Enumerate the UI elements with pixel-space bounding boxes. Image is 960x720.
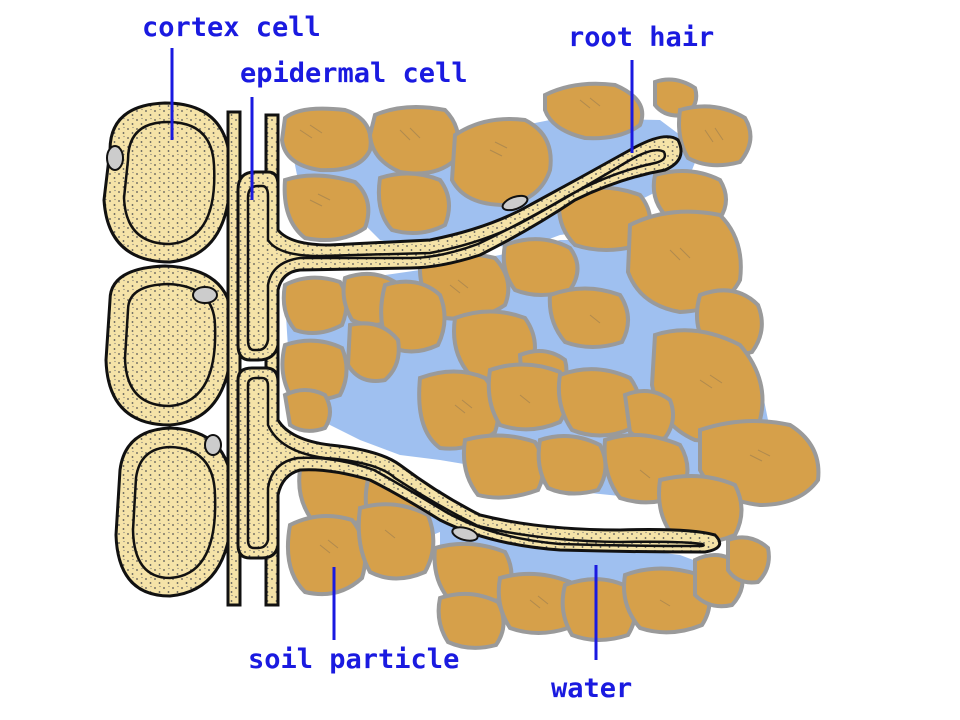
soil-particle bbox=[282, 388, 332, 433]
soil-particle bbox=[461, 433, 546, 500]
nucleus bbox=[451, 526, 479, 542]
label-epidermal-cell: epidermal cell bbox=[240, 58, 468, 89]
soil-particle bbox=[376, 171, 451, 236]
soil-particle bbox=[345, 321, 401, 383]
nucleus bbox=[106, 145, 124, 171]
soil-particle bbox=[543, 81, 645, 141]
soil-particle bbox=[356, 502, 436, 581]
soil-particle bbox=[560, 577, 638, 642]
soil-particle bbox=[281, 275, 349, 336]
cortex-cell-bottom bbox=[114, 426, 234, 598]
soil-particle bbox=[625, 209, 743, 315]
leader-lines bbox=[170, 48, 634, 660]
cortex-cell-middle bbox=[104, 264, 234, 427]
soil-particle bbox=[536, 434, 608, 496]
root-hair-lower bbox=[236, 366, 722, 560]
soil-particle bbox=[677, 104, 753, 168]
soil-particle bbox=[417, 369, 501, 451]
root-hair-upper bbox=[236, 135, 683, 362]
soil-particle bbox=[486, 362, 570, 432]
soil-particle bbox=[726, 535, 771, 585]
labels: cortex cell epidermal cell root hair soi… bbox=[142, 12, 714, 704]
soil-particle bbox=[367, 105, 461, 176]
nucleus bbox=[204, 434, 222, 456]
soil-particle bbox=[279, 106, 373, 173]
soil-particle bbox=[282, 173, 371, 242]
soil-particle bbox=[657, 474, 744, 545]
soil-particle bbox=[501, 237, 580, 297]
particle-texture bbox=[299, 97, 771, 609]
soil-particle bbox=[285, 514, 368, 597]
soil-particle bbox=[622, 566, 712, 635]
cortex-cell-top bbox=[102, 101, 232, 264]
soil-particle bbox=[436, 591, 506, 650]
nucleus bbox=[192, 286, 218, 304]
label-cortex-cell: cortex cell bbox=[142, 12, 321, 43]
cortex-cells bbox=[102, 101, 234, 598]
soil-particles bbox=[279, 77, 821, 650]
label-water: water bbox=[551, 673, 632, 704]
label-root-hair: root hair bbox=[568, 22, 714, 53]
soil-particle bbox=[449, 117, 553, 208]
soil-particle bbox=[547, 286, 630, 349]
soil-particle bbox=[622, 389, 676, 443]
soil-particle bbox=[280, 338, 349, 402]
label-soil-particle: soil particle bbox=[248, 644, 459, 675]
nucleus bbox=[501, 194, 529, 212]
